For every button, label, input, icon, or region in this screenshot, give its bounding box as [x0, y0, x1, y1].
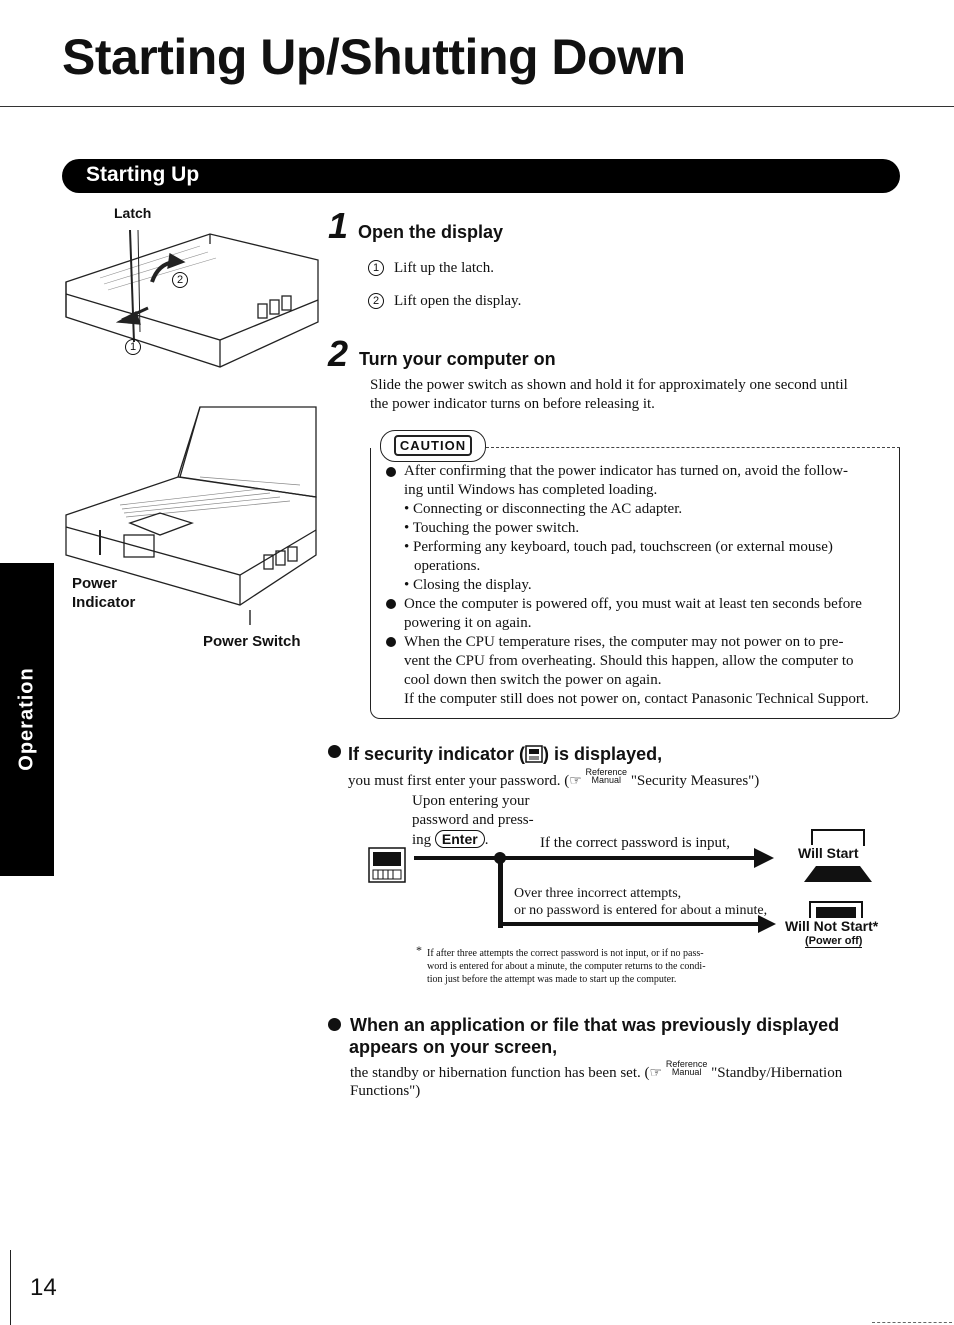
caution-line: powering it on again.	[404, 615, 532, 631]
title-rule	[0, 106, 954, 107]
flow-text-2: password and press-	[412, 812, 534, 828]
section-bar: Starting Up	[62, 159, 900, 193]
page-title: Starting Up/Shutting Down	[62, 29, 686, 85]
ref-bottom: Manual	[591, 775, 622, 785]
security-bullet	[328, 745, 341, 758]
application-line: the standby or hibernation function has …	[350, 1060, 842, 1083]
application-line2: Functions")	[350, 1083, 421, 1099]
step1-item1-num: 1	[368, 260, 384, 276]
caution-line: When the CPU temperature rises, the comp…	[404, 634, 844, 650]
caution-line: After confirming that the power indicato…	[404, 463, 849, 479]
callout-1-figure: 1	[125, 338, 151, 356]
latch-illustration	[65, 229, 319, 368]
caution-top-rule	[486, 447, 900, 448]
power-indicator-label-line1: Power	[72, 575, 118, 592]
section-title: Starting Up	[86, 163, 200, 186]
flow-incorrect-2: or no password is entered for about a mi…	[514, 903, 768, 918]
callout-2-circle: 2	[172, 272, 188, 288]
application-line-post: "Standby/Hibernation	[711, 1065, 843, 1081]
flow-correct-text: If the correct password is input,	[540, 835, 730, 851]
pointing-hand-icon: ☞	[569, 774, 582, 789]
caution-line: • Closing the display.	[404, 577, 532, 593]
flow-text-3-ing: ing	[412, 832, 432, 848]
caution-line: • Connecting or disconnecting the AC ada…	[404, 501, 683, 517]
latch-label: Latch	[114, 205, 152, 221]
caution-line: • Touching the power switch.	[404, 520, 580, 536]
ref-bottom: Manual	[671, 1067, 702, 1077]
footnote-line: If after three attempts the correct pass…	[427, 948, 704, 959]
callout-1-circle: 1	[125, 339, 141, 355]
flow-incorrect-1: Over three incorrect attempts,	[514, 886, 682, 901]
power-indicator-label-line2: Indicator	[72, 594, 136, 611]
side-tab-label: Operation	[15, 667, 38, 771]
caution-badge: CAUTION	[380, 430, 486, 462]
security-line: you must first enter your password. (☞ R…	[348, 768, 759, 791]
will-start-label: Will Start	[798, 845, 859, 861]
will-start-icon	[804, 829, 872, 882]
security-line-post: "Security Measures")	[630, 773, 760, 789]
step1-item: 1 Lift up the latch.	[368, 259, 494, 278]
footnote-line: word is entered for about a minute, the …	[427, 961, 706, 972]
security-heading-post: ) is displayed,	[543, 744, 663, 764]
will-not-start-label: Will Not Start*	[785, 918, 879, 934]
ref-top: Reference	[585, 767, 628, 777]
flow-text-1: Upon entering your	[412, 793, 530, 809]
step1-item2-num: 2	[368, 293, 384, 309]
caution-bullet	[386, 637, 396, 647]
caution-box	[370, 448, 900, 719]
caution-line: • Performing any keyboard, touch pad, to…	[404, 539, 833, 555]
caution-line: Once the computer is powered off, you mu…	[404, 596, 862, 612]
flow-text-3: ing Enter.	[412, 830, 488, 850]
pointing-hand-icon: ☞	[649, 1066, 663, 1081]
security-heading-pre: If security indicator (	[348, 744, 526, 764]
ref-top: Reference	[665, 1059, 708, 1069]
application-bullet	[328, 1018, 341, 1031]
laptop-open-illustration	[65, 406, 317, 625]
application-heading-line1: When an application or file that was pre…	[350, 1015, 840, 1035]
caution-label: CAUTION	[393, 435, 473, 456]
footnote-mark: *	[416, 943, 422, 957]
power-off-label: (Power off)	[805, 935, 863, 948]
caution-line: cool down then switch the power on again…	[404, 672, 662, 688]
step2-line2: the power indicator turns on before rele…	[370, 396, 655, 412]
side-tab: Operation	[0, 563, 54, 876]
security-indicator-icon	[525, 745, 543, 763]
enter-key: Enter	[434, 830, 485, 848]
password-flow-diagram	[368, 847, 776, 933]
step1-item1-text: Lift up the latch.	[394, 260, 494, 276]
step1-heading: Open the display	[358, 222, 504, 242]
flow-text-3-end: .	[484, 832, 489, 848]
caution-line: ing until Windows has completed loading.	[404, 482, 658, 498]
step2-heading: Turn your computer on	[359, 349, 556, 369]
page-number: 14	[30, 1274, 57, 1301]
caution-line: vent the CPU from overheating. Should th…	[404, 653, 854, 669]
footer-dash	[872, 1322, 952, 1323]
security-heading: If security indicator ( ) is displayed,	[348, 744, 662, 765]
caution-bullet	[386, 467, 396, 477]
security-line-pre: you must first enter your password. (	[348, 773, 570, 789]
caution-bullet	[386, 599, 396, 609]
will-not-start-icon	[809, 901, 863, 918]
application-heading-line2: appears on your screen,	[349, 1037, 558, 1057]
step1-number: 1	[328, 205, 349, 246]
caution-line: If the computer still does not power on,…	[404, 691, 869, 707]
footnote-line: tion just before the attempt was made to…	[427, 974, 677, 985]
step1-item2-text: Lift open the display.	[394, 293, 522, 309]
application-line-pre: the standby or hibernation function has …	[350, 1065, 650, 1081]
step2-number: 2	[328, 333, 349, 374]
step1-item: 2 Lift open the display.	[368, 292, 521, 311]
margin-rule	[10, 1250, 11, 1325]
caution-line: operations.	[414, 558, 481, 574]
callout-2-figure: 2	[172, 271, 198, 289]
power-switch-label: Power Switch	[203, 633, 301, 650]
step2-line1: Slide the power switch as shown and hold…	[370, 377, 848, 393]
